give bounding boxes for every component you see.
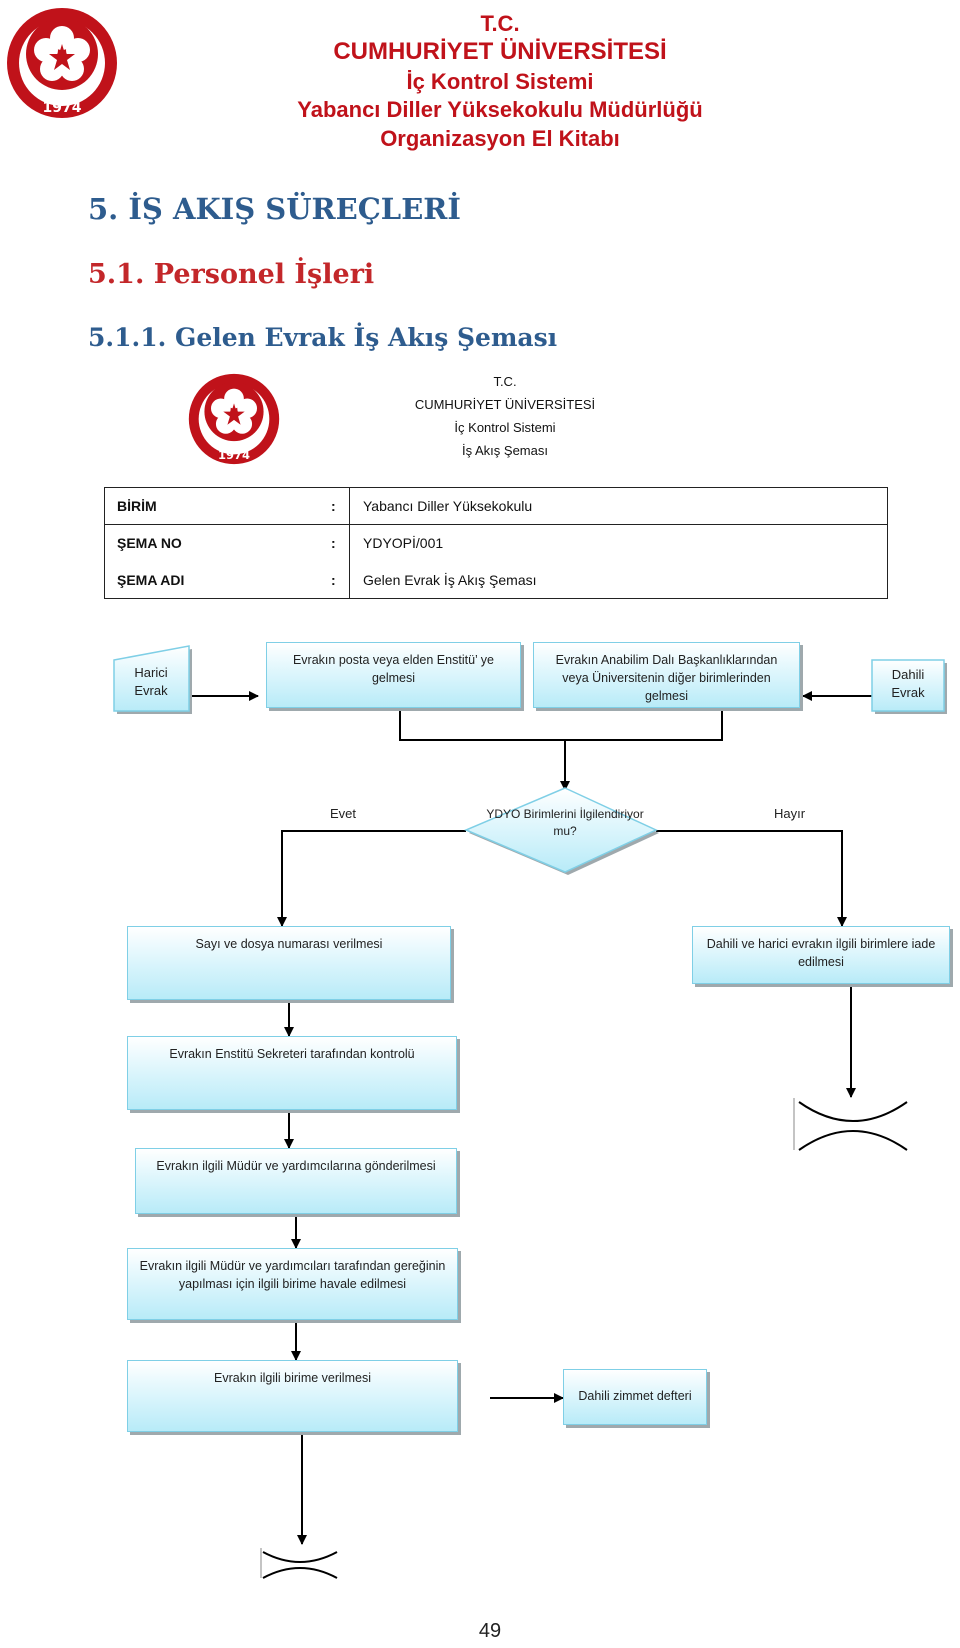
info-row-schema-no: ŞEMA NO : YDYOPİ/001 [105,525,887,562]
havale-box: Evrakın ilgili Müdür ve yardımcıları tar… [127,1248,458,1320]
iade-box: Dahili ve harici evrakın ilgili birimler… [692,926,950,984]
info-label: ŞEMA ADI [117,572,185,588]
zimmet-defteri-box: Dahili zimmet defteri [563,1369,707,1425]
info-value: YDYOPİ/001 [363,535,444,551]
info-colon: : [331,572,336,588]
kontrol-box: Evrakın Enstitü Sekreteri tarafından kon… [127,1036,457,1110]
header-line-tc: T.C. [480,11,520,36]
terminator-bottom-shape [260,1548,338,1579]
info-row-unit: BİRİM : Yabancı Diller Yüksekokulu [105,488,887,525]
info-label: BİRİM [117,498,157,514]
terminator-right-shape [793,1098,908,1151]
sayi-dosya-box: Sayı ve dosya numarası verilmesi [127,926,451,1000]
info-label: ŞEMA NO [117,535,182,551]
header-line-department: Yabancı Diller Yüksekokulu Müdürlüğü [297,97,703,122]
schema-logo-year: 1974 [218,448,250,462]
decision-diamond-shape [464,787,659,875]
section-title-main: 5. İŞ AKIŞ SÜREÇLERİ [88,192,461,226]
harici-evrak-label: Harici Evrak [134,665,168,698]
schema-header-tc: T.C. [493,374,517,389]
section-title-subsub: 5.1.1. Gelen Evrak İş Akış Şeması [88,323,558,352]
posta-gelmesi-box: Evrakın posta veya elden Enstitü’ ye gel… [266,642,521,708]
info-colon: : [331,535,336,551]
dahili-evrak-label: Dahili Evrak [891,667,925,700]
schema-header-control-system: İç Kontrol Sistemi [454,420,556,435]
harici-evrak-shape [113,645,192,714]
info-table-row-separator [105,524,887,525]
page-number: 49 [478,1620,502,1642]
decision-label: YDYO Birimlerini İlgilendiriyor mu? [486,807,644,838]
info-value: Yabancı Diller Yüksekokulu [363,498,533,514]
info-value: Gelen Evrak İş Akış Şeması [363,572,537,588]
info-colon: : [331,498,336,514]
header-line-university: CUMHURİYET ÜNİVERSİTESİ [333,38,667,65]
info-row-schema-name: ŞEMA ADI : Gelen Evrak İş Akış Şeması [105,562,887,599]
header-line-handbook: Organizasyon El Kitabı [380,126,620,151]
mudur-gonderim-box: Evrakın ilgili Müdür ve yardımcılarına g… [135,1148,457,1214]
yes-label: Evet [330,806,357,821]
university-logo: 1974 [6,4,118,122]
logo-year: 1974 [43,100,82,116]
header-line-control-system: İç Kontrol Sistemi [406,69,594,94]
no-label: Hayır [774,806,806,821]
dahili-evrak-shape [871,659,947,714]
schema-header-flow-schema: İş Akış Şeması [462,443,548,458]
info-table: BİRİM : Yabancı Diller Yüksekokulu ŞEMA … [104,487,888,599]
birime-verilmesi-box: Evrakın ilgili birime verilmesi [127,1360,458,1432]
section-title-sub: 5.1. Personel İşleri [88,259,375,290]
anabilim-gelmesi-box: Evrakın Anabilim Dalı Başkanlıklarından … [533,642,800,708]
schema-logo: 1974 [188,370,280,468]
info-table-column-separator [349,488,350,598]
schema-header-university: CUMHURİYET ÜNİVERSİTESİ [414,397,596,412]
